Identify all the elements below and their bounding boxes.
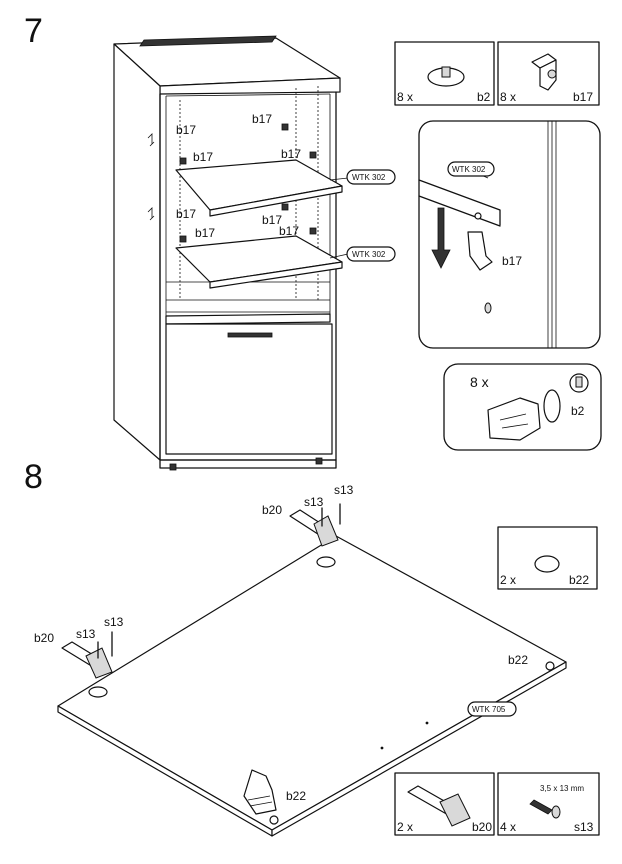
step-7-number: 7 xyxy=(24,12,43,50)
parts-box-b17: 8 x b17 xyxy=(497,41,600,106)
hint-code: b2 xyxy=(571,404,585,418)
panel-tag: WTK 302 xyxy=(329,246,396,262)
part-code: b20 xyxy=(472,820,492,834)
step-8-labels: b20 s13 s13 b20 s13 s13 b22 b22 xyxy=(34,483,528,803)
panel-tag: WTK 705 xyxy=(467,701,517,717)
detail-label: b17 xyxy=(502,254,522,268)
svg-text:WTK 705: WTK 705 xyxy=(472,705,506,714)
part-qty: 8 x xyxy=(500,90,516,104)
panel-tag: WTK 302 xyxy=(329,169,396,185)
step-7-part-labels: b17 b17 b17 b17 b17 b17 b17 b17 xyxy=(176,112,301,240)
door-panel xyxy=(57,535,567,837)
screw-icon xyxy=(529,799,561,819)
label-b17: b17 xyxy=(252,112,272,126)
part-code: b22 xyxy=(569,573,589,587)
part-code: b2 xyxy=(477,90,491,104)
svg-text:WTK 302: WTK 302 xyxy=(352,173,386,182)
label-b22: b22 xyxy=(508,653,528,667)
label-s13: s13 xyxy=(76,627,96,641)
parts-box-s13: 3,5 x 13 mm 4 x s13 xyxy=(497,772,600,836)
part-code: s13 xyxy=(574,820,594,834)
label-b17: b17 xyxy=(262,213,282,227)
label-b20: b20 xyxy=(34,631,54,645)
hint-qty: 8 x xyxy=(470,374,489,390)
hand-press-icon xyxy=(243,769,277,815)
detail-callout: WTK 302 b17 xyxy=(418,120,601,349)
hinge-icon xyxy=(289,503,341,547)
label-b17: b17 xyxy=(279,224,299,238)
label-b22: b22 xyxy=(286,789,306,803)
shelf-support-icon xyxy=(531,53,557,91)
label-s13: s13 xyxy=(104,615,124,629)
label-b17: b17 xyxy=(176,123,196,137)
svg-text:WTK 302: WTK 302 xyxy=(452,165,486,174)
step-8-number: 8 xyxy=(24,458,43,496)
hinge-icon xyxy=(407,785,471,827)
part-qty: 4 x xyxy=(500,820,516,834)
hint-box: 8 x b2 xyxy=(443,363,602,451)
parts-box-b22: 2 x b22 xyxy=(497,526,598,590)
svg-text:WTK 302: WTK 302 xyxy=(352,250,386,259)
label-b20: b20 xyxy=(262,503,282,517)
label-s13: s13 xyxy=(304,495,324,509)
hand-press-icon xyxy=(487,389,561,441)
part-code: b17 xyxy=(573,90,593,104)
part-qty: 2 x xyxy=(397,820,413,834)
parts-box-b2: 8 x b2 xyxy=(394,41,495,106)
part-qty: 2 x xyxy=(500,573,516,587)
felt-pad-icon xyxy=(534,555,560,573)
hinge-icon xyxy=(61,631,113,679)
screw-spec: 3,5 x 13 mm xyxy=(540,784,584,793)
parts-box-b20: 2 x b20 xyxy=(394,772,495,836)
cabinet-drawing xyxy=(113,35,343,471)
label-b17: b17 xyxy=(176,207,196,221)
label-b17: b17 xyxy=(281,147,301,161)
label-b17: b17 xyxy=(195,226,215,240)
part-qty: 8 x xyxy=(397,90,413,104)
label-s13: s13 xyxy=(334,483,354,497)
label-b17: b17 xyxy=(193,150,213,164)
